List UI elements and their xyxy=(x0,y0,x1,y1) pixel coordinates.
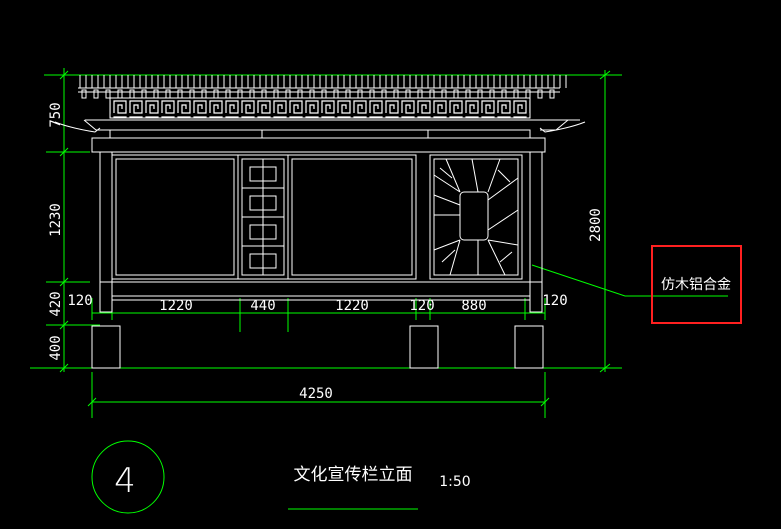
roof-tile-end xyxy=(465,89,471,99)
roof-tile-end xyxy=(369,89,375,99)
dim-bottom-120-mid: 120 xyxy=(409,298,434,314)
dim-bottom-120-left: 120 xyxy=(67,293,92,309)
roof-tile-end xyxy=(141,89,147,99)
dim-bottom-1220-left: 1220 xyxy=(159,298,193,314)
roof-tile-end xyxy=(525,89,531,99)
roof-tile-end xyxy=(453,89,459,99)
roof-tile-end xyxy=(309,89,315,99)
roof-tile-end xyxy=(381,89,387,99)
roof-tile-end xyxy=(93,89,99,99)
dim-left-1230: 1230 xyxy=(48,203,64,237)
roof-tile-end xyxy=(177,89,183,99)
roof-tile-end xyxy=(297,89,303,99)
roof-tile-end xyxy=(537,89,543,99)
roof-tile-end xyxy=(441,89,447,99)
material-callout[interactable]: 仿木铝合金 xyxy=(651,245,742,324)
detail-circle xyxy=(91,440,165,514)
roof-tile-end xyxy=(549,89,555,99)
roof-tile-end xyxy=(285,89,291,99)
title-block: 4 文化宣传栏立面 1:50 xyxy=(91,440,471,514)
roof-tile-end xyxy=(261,89,267,99)
lattice-panel xyxy=(237,154,289,280)
callout-highlight-box xyxy=(651,245,742,324)
drawing-scale: 1:50 xyxy=(439,474,470,490)
roof-tile-end xyxy=(333,89,339,99)
dim-left-400: 400 xyxy=(48,335,64,360)
drawing-title: 文化宣传栏立面 xyxy=(294,465,413,485)
roof-tile-end xyxy=(513,89,519,99)
material-label: 仿木铝合金 xyxy=(661,277,731,293)
dim-bottom-120-right: 120 xyxy=(542,293,567,309)
roof-tile-end xyxy=(393,89,399,99)
roof-tile-end xyxy=(117,89,123,99)
roof xyxy=(54,75,586,153)
dim-left-750: 750 xyxy=(48,102,64,127)
dim-bottom-1220-right: 1220 xyxy=(335,298,369,314)
dim-overall-width: 4250 xyxy=(299,386,333,402)
roof-tile-end xyxy=(201,89,207,99)
roof-tile-end xyxy=(273,89,279,99)
roof-tile-end xyxy=(225,89,231,99)
roof-tile-end xyxy=(429,89,435,99)
dim-bottom-440: 440 xyxy=(250,298,275,314)
roof-tile-end xyxy=(405,89,411,99)
roof-tile-end xyxy=(417,89,423,99)
roof-tile-end xyxy=(81,89,87,99)
roof-tile-end xyxy=(477,89,483,99)
roof-tile-end xyxy=(321,89,327,99)
dim-left-420: 420 xyxy=(48,291,64,316)
dimension-texts: 2800 750 1230 420 400 120 1220 440 1220 … xyxy=(48,102,604,402)
roof-tile-end xyxy=(345,89,351,99)
roof-tile-end xyxy=(105,89,111,99)
roof-tile-end xyxy=(129,89,135,99)
roof-tile-end xyxy=(237,89,243,99)
roof-tile-end xyxy=(357,89,363,99)
detail-number: 4 xyxy=(114,461,136,501)
ice-crack-panel xyxy=(429,154,523,280)
roof-tile-end xyxy=(189,89,195,99)
dim-overall-height: 2800 xyxy=(588,208,604,242)
roof-tile-end xyxy=(501,89,507,99)
dimension-lines xyxy=(30,68,728,510)
roof-tile-end xyxy=(249,89,255,99)
board-frame xyxy=(91,151,544,369)
roof-tile-end xyxy=(213,89,219,99)
roof-tile-end xyxy=(489,89,495,99)
dim-bottom-880: 880 xyxy=(461,298,486,314)
roof-tile-end xyxy=(165,89,171,99)
roof-tile-end xyxy=(153,89,159,99)
